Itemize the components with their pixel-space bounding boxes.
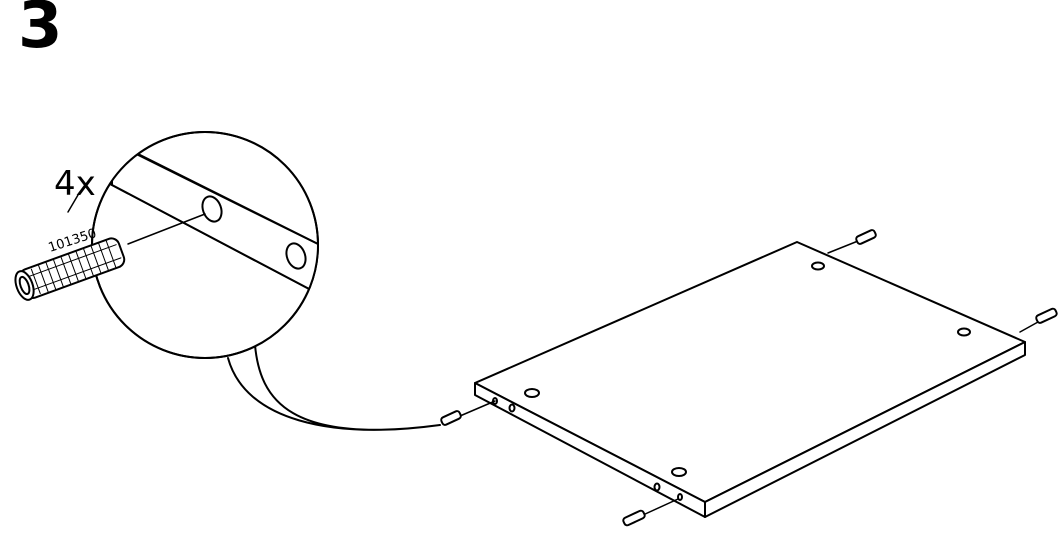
- panel-icon: [474, 241, 1026, 518]
- callout-tail: [227, 344, 441, 431]
- magnifier-callout: [91, 131, 319, 359]
- dowel-icon: [1019, 307, 1058, 333]
- dowel-icon: [622, 498, 679, 527]
- dowel-hole-detail: [201, 195, 223, 223]
- quantity-label: 4x: [54, 164, 96, 204]
- dowel-icon: [827, 229, 877, 254]
- dowel-hole-detail: [285, 242, 307, 270]
- step-number: 3: [18, 0, 63, 63]
- dowel-icon: [14, 237, 126, 301]
- dowel-icon: [440, 400, 496, 426]
